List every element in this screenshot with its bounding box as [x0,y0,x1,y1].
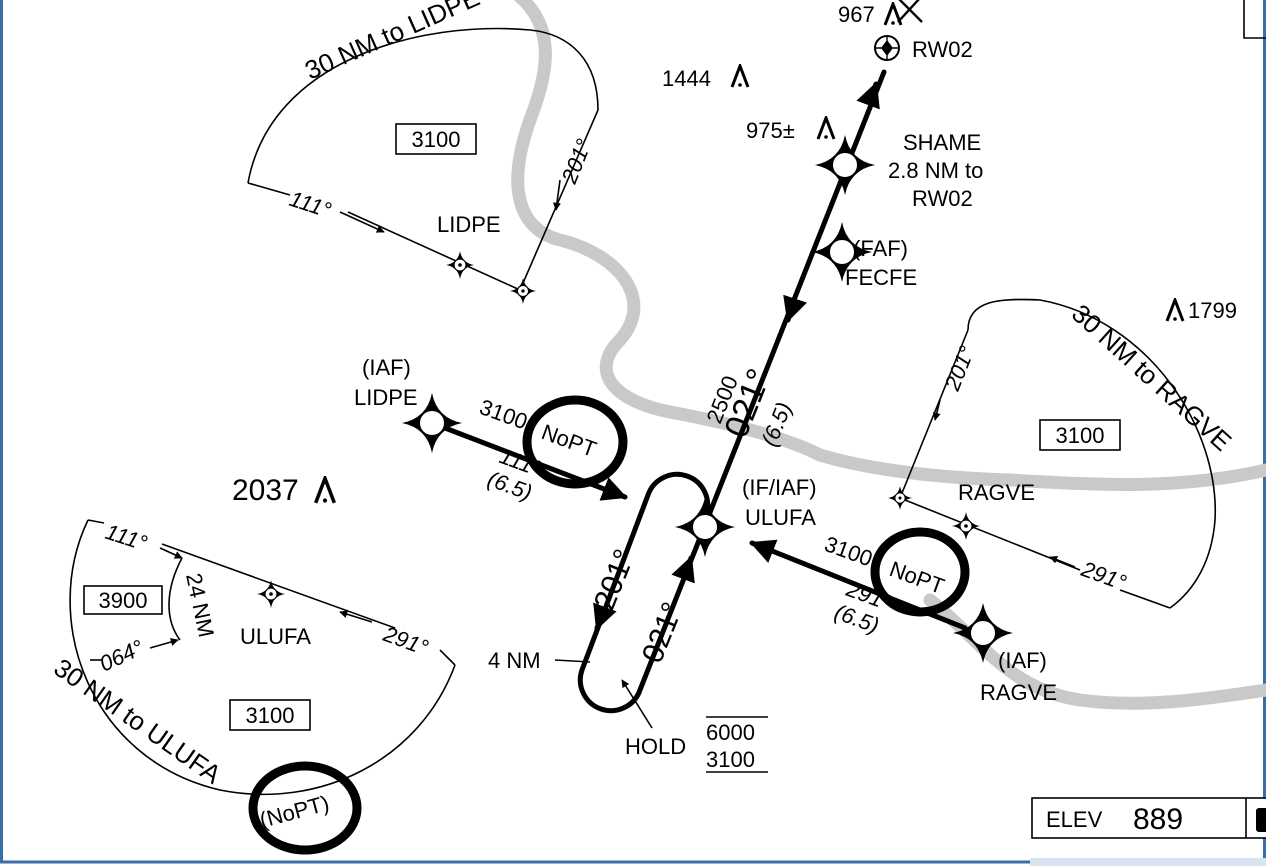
elevation-label: ELEV [1046,807,1103,832]
obstacle-975-label: 975± [746,118,795,143]
ragve-iaf-name: RAGVE [980,680,1057,705]
ragve-fix-icon [952,512,980,540]
rw02-label: RW02 [912,37,973,62]
taa-ragve-altitude: 3100 [1056,423,1105,448]
taa-ulufa-arc-inner: 24 NM [181,571,219,640]
lidpe-leg-nopt: NoPT [538,419,599,462]
nopt-highlight-ragve [870,527,970,617]
elevation-value: 889 [1133,803,1183,836]
obstacle-1799-icon [1165,298,1185,322]
obstacle-1444-icon [730,64,750,88]
elevation-box: ELEV 889 [1031,797,1266,839]
taa-ragve-fix: RAGVE [958,480,1035,505]
taa-ulufa-arc-label: 30 NM to ULUFA [49,652,228,790]
holding-pattern: (IF/IAF) ULUFA 201° 021° 4 NM HOLD 6000 … [488,471,817,773]
ulufa-name: ULUFA [745,505,816,530]
lidpe-iaf-name: LIDPE [354,385,418,410]
taa-lidpe-fix: LIDPE [437,212,501,237]
footer-band [1030,858,1266,866]
ragve-iaf-role: (IAF) [998,648,1047,673]
obstacle-975-icon [816,116,836,140]
final-approach: RW02 SHAME 2.8 NM to RW02 (FAF) FECFE 25… [701,35,983,528]
taa-ulufa-nopt: (NoPT) [257,790,332,832]
lidpe-leg: (IAF) LIDPE 3100 NoPT 111° (6.5) [354,355,628,505]
taa-lidpe-course-right: 201° [556,135,597,188]
taa-ulufa-fix: ULUFA [240,624,311,649]
river-corner [1243,0,1266,39]
hold-max-altitude: 6000 [706,720,755,745]
fecfe-name: FECFE [845,265,917,290]
hold-label: HOLD [625,734,686,759]
taa-ragve-course-right: 291° [1077,556,1129,595]
shame-runway: RW02 [912,186,973,211]
obstacle-2037-label: 2037 [232,474,299,507]
river [511,0,1266,491]
lidpe-corner-icon [510,278,536,304]
lidpe-leg-altitude: 3100 [476,394,531,434]
ulufa-if-iaf-icon [675,497,735,557]
shame-distance: 2.8 NM to [888,158,983,183]
taa-ulufa: 3900 3100 111° 291° 064° 24 NM ULUFA 30 … [49,519,456,855]
taa-ulufa-altitude-upper: 3900 [99,588,148,613]
hold-outbound-course: 201° [588,545,642,615]
taa-ragve: 30 NM to RAGVE 3100 201° 291° RAGVE [888,298,1237,609]
ragve-leg-altitude: 3100 [821,531,876,571]
shame-fix-icon [815,135,875,195]
ragve-leg-nopt: NoPT [886,556,947,599]
nopt-highlight-lidpe [522,395,628,489]
taa-lidpe-arc-label: 30 NM to LIDPE [300,0,484,85]
taa-ulufa-altitude-lower: 3100 [246,703,295,728]
obstacle-967-label: 967 [838,2,875,27]
hold-inbound-course: 021° [636,598,690,668]
taa-lidpe-course-left: 111° [286,186,334,223]
fecfe-role: (FAF) [853,236,908,261]
hold-leg-length: 4 NM [488,648,541,673]
ragve-corner-icon [888,486,912,510]
taa-ragve-course-left: 201° [939,342,980,395]
taa-ulufa-course-right: 291° [379,621,431,660]
nopt-highlight-ulufa [248,761,362,855]
obstacles: 967 1444 975± 1799 2037 [232,0,1237,507]
obstacle-2037-icon [313,476,337,504]
obstacle-1799-label: 1799 [1188,298,1237,323]
lidpe-iaf-role: (IAF) [362,355,411,380]
taa-lidpe-altitude: 3100 [412,127,461,152]
ulufa-role: (IF/IAF) [742,475,817,500]
taa-ulufa-course-left: 064° [96,635,148,677]
obstacle-1444-label: 1444 [662,66,711,91]
lidpe-fix-icon [446,251,474,279]
taa-ulufa-course-top: 111° [102,519,150,556]
ulufa-taa-fix-icon [257,580,285,608]
shame-name: SHAME [903,130,981,155]
hold-min-altitude: 3100 [706,747,755,772]
